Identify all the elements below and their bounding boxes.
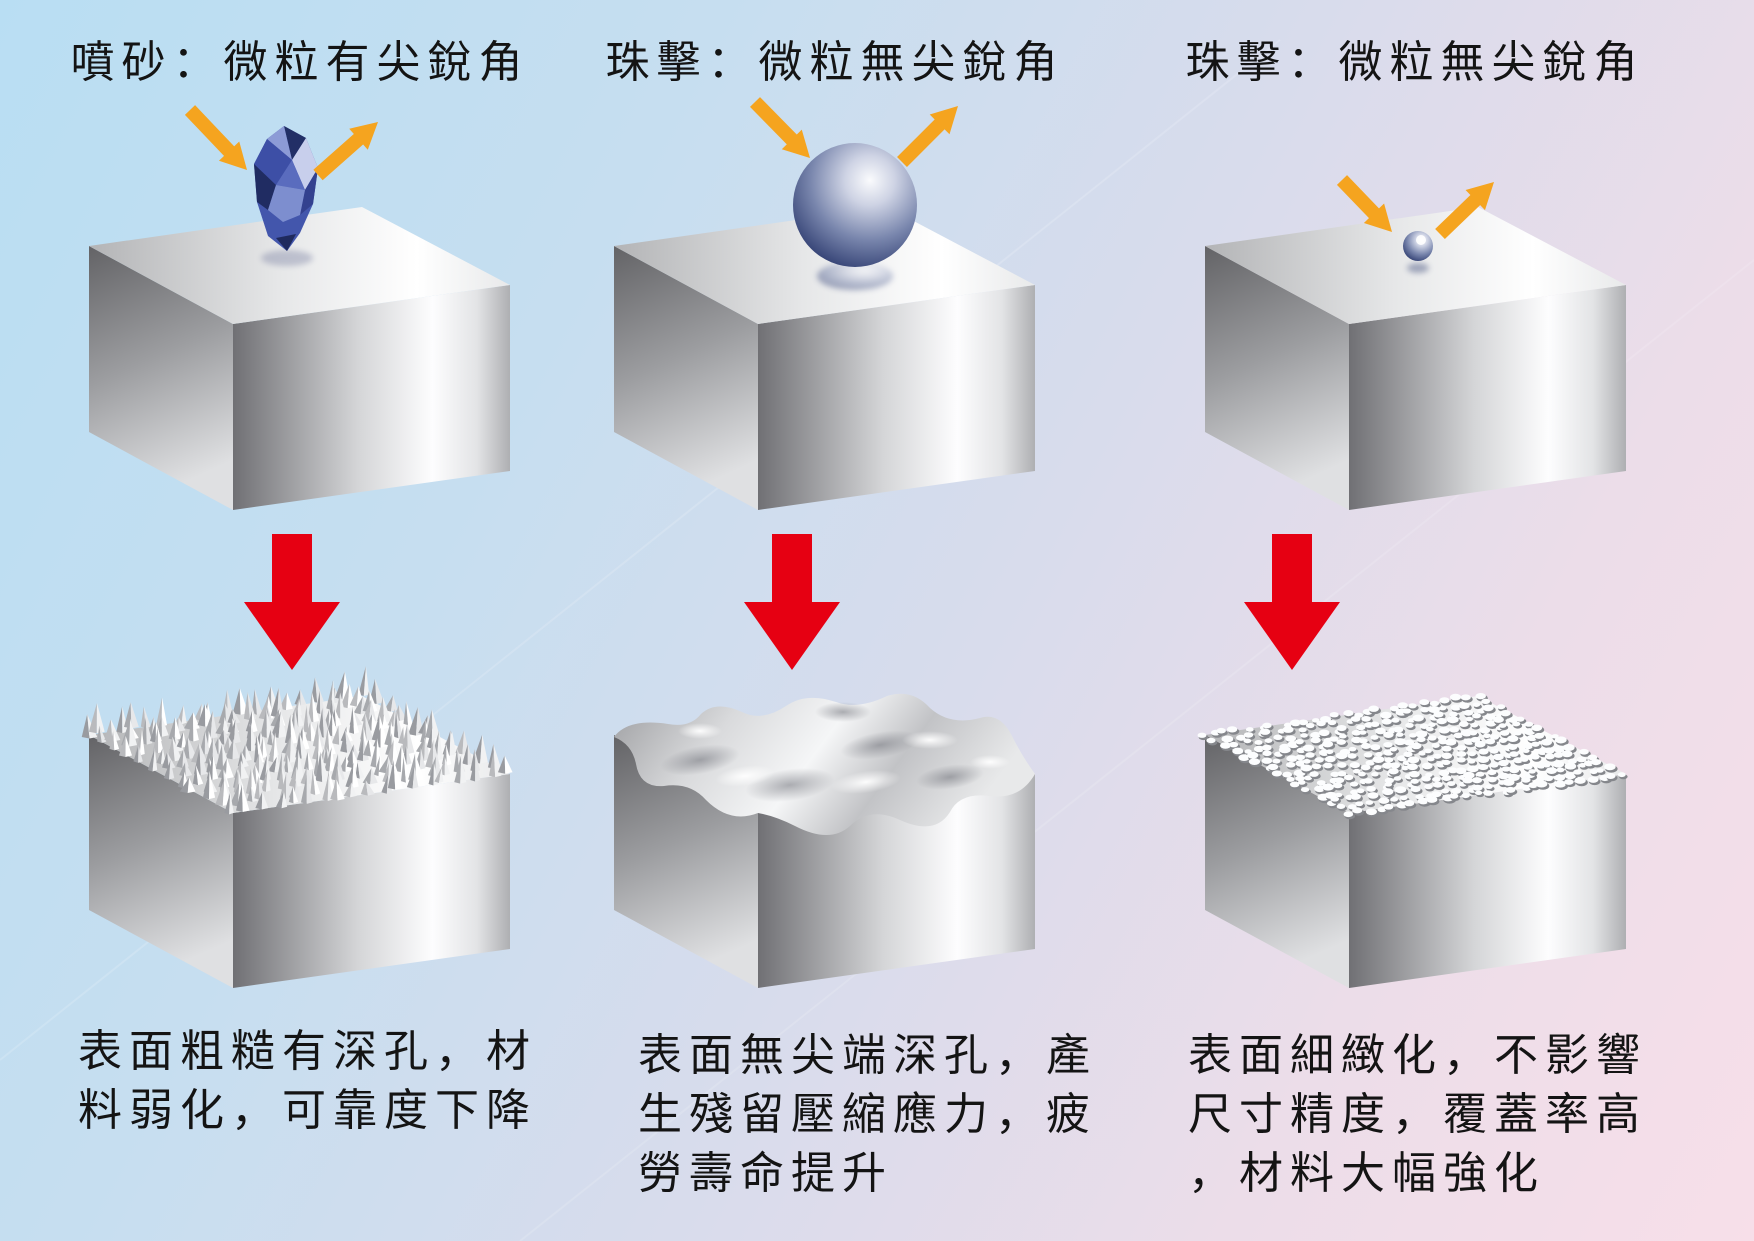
outgoing-arrow-icon bbox=[1435, 182, 1494, 240]
caption-line: 料弱化，可靠度下降 bbox=[78, 1086, 537, 1135]
wavy-dented-surface-icon bbox=[614, 693, 1035, 988]
process-down-arrow-icon bbox=[744, 534, 840, 670]
small-round-shot-ball-icon bbox=[1403, 231, 1433, 261]
metal-block-sandblast bbox=[89, 207, 510, 510]
caption-line: 表面無尖端深孔，產 bbox=[638, 1031, 1097, 1080]
outgoing-arrow-icon bbox=[313, 122, 378, 181]
process-down-arrow-icon bbox=[1244, 534, 1340, 670]
incoming-arrow-icon bbox=[750, 97, 810, 158]
column-title-shot-large: 珠擊：微粒無尖銳角 bbox=[605, 38, 1065, 87]
fine-dimpled-surface-icon bbox=[1197, 692, 1628, 988]
grit-reflection bbox=[261, 250, 313, 266]
result-caption-sandblast: 表面粗糙有深孔，材 料弱化，可靠度下降 bbox=[78, 1022, 537, 1140]
angular-abrasive-grit-icon bbox=[254, 126, 318, 251]
caption-line: 表面細緻化，不影響 bbox=[1188, 1031, 1647, 1080]
incoming-arrow-icon bbox=[1336, 175, 1392, 232]
caption-line: ，材料大幅強化 bbox=[1188, 1149, 1545, 1198]
caption-line: 生殘留壓縮應力，疲 bbox=[638, 1090, 1097, 1139]
outgoing-arrow-icon bbox=[897, 106, 958, 167]
shot-reflection bbox=[817, 262, 893, 290]
caption-line: 尺寸精度，覆蓋率高 bbox=[1188, 1090, 1647, 1139]
large-round-shot-ball-icon bbox=[793, 143, 917, 267]
caption-line: 表面粗糙有深孔，材 bbox=[78, 1027, 537, 1076]
result-caption-shot-large: 表面無尖端深孔，產 生殘留壓縮應力，疲 勞壽命提升 bbox=[638, 1026, 1097, 1203]
column-title-shot-small: 珠擊：微粒無尖銳角 bbox=[1185, 38, 1645, 87]
metal-block-shot-small bbox=[1205, 207, 1626, 510]
shot-reflection bbox=[1407, 263, 1429, 273]
column-title-sandblast: 噴砂：微粒有尖銳角 bbox=[70, 38, 530, 87]
result-caption-shot-small: 表面細緻化，不影響 尺寸精度，覆蓋率高 ，材料大幅強化 bbox=[1188, 1026, 1647, 1203]
process-down-arrow-icon bbox=[244, 534, 340, 670]
jagged-spiky-surface-icon bbox=[81, 665, 513, 988]
caption-line: 勞壽命提升 bbox=[638, 1149, 893, 1198]
incoming-arrow-icon bbox=[184, 105, 247, 170]
metal-block-shot-large bbox=[614, 207, 1035, 510]
